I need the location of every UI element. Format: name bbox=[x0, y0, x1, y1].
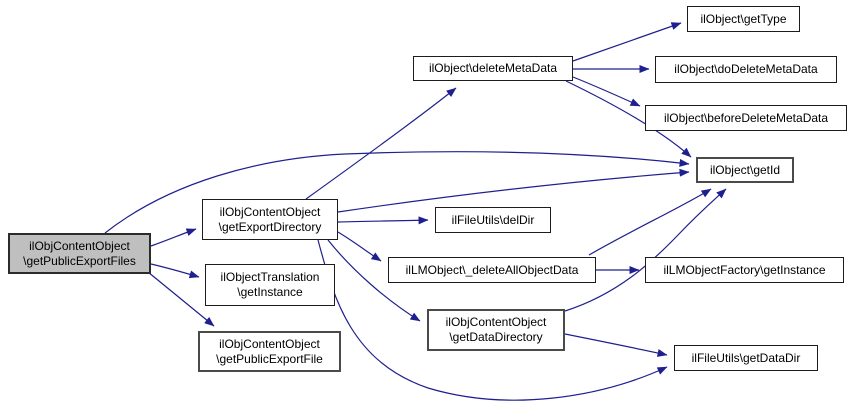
node-beforedeletemetadata[interactable]: ilObject\beforeDeleteMetaData bbox=[645, 105, 847, 131]
node-getexportdirectory[interactable]: ilObjContentObject \getExportDirectory bbox=[202, 199, 338, 240]
node-deleteallobjectdata[interactable]: ilLMObject\_deleteAllObjectData bbox=[388, 257, 596, 283]
edge-getpublicexportfiles-objecttranslation-getinstance bbox=[150, 263, 200, 279]
node-deletemetadata[interactable]: ilObject\deleteMetaData bbox=[413, 56, 573, 81]
node-getdatadirectory[interactable]: ilObjContentObject \getDataDirectory bbox=[427, 309, 565, 351]
node-dodeletemetadata[interactable]: ilObject\doDeleteMetaData bbox=[655, 56, 837, 83]
edge-deletemetadata-gettype bbox=[572, 22, 682, 62]
node-deldir[interactable]: ilFileUtils\delDir bbox=[435, 207, 551, 233]
edge-getpublicexportfiles-getid bbox=[104, 151, 690, 234]
edge-getexportdirectory-getdatadirectory bbox=[327, 239, 421, 322]
node-gettype[interactable]: ilObject\getType bbox=[687, 6, 800, 32]
node-getid[interactable]: ilObject\getId bbox=[696, 157, 794, 183]
edge-getdatadirectory-getid bbox=[564, 188, 727, 312]
node-getpublicexportfile[interactable]: ilObjContentObject \getPublicExportFile bbox=[198, 331, 341, 372]
node-getpublicexportfiles: ilObjContentObject \getPublicExportFiles bbox=[8, 233, 151, 274]
node-illmobjectfactory-getinstance[interactable]: ilLMObjectFactory\getInstance bbox=[645, 257, 844, 283]
edge-deleteallobjectdata-getid bbox=[588, 188, 712, 256]
edge-getpublicexportfiles-getexportdirectory bbox=[150, 228, 197, 247]
edge-getexportdirectory-deleteallobjectdata bbox=[337, 231, 382, 262]
edge-deletemetadata-getid bbox=[565, 80, 692, 158]
edge-getexportdirectory-deldir bbox=[337, 216, 429, 225]
node-ilobjecttranslation-getinstance[interactable]: ilObjectTranslation \getInstance bbox=[205, 264, 335, 306]
edge-getexportdirectory-getdatadir bbox=[317, 239, 668, 401]
edge-getexportdirectory-getid bbox=[337, 168, 690, 213]
edge-getexportdirectory-deletemetadata bbox=[305, 87, 457, 200]
node-getdatadir[interactable]: ilFileUtils\getDataDir bbox=[674, 345, 818, 371]
edge-deletemetadata-beforedeletemetadata bbox=[572, 76, 641, 107]
edge-getpublicexportfiles-getpublicexportfile bbox=[147, 271, 215, 327]
edge-getdatadirectory-getdatadir bbox=[564, 333, 668, 357]
